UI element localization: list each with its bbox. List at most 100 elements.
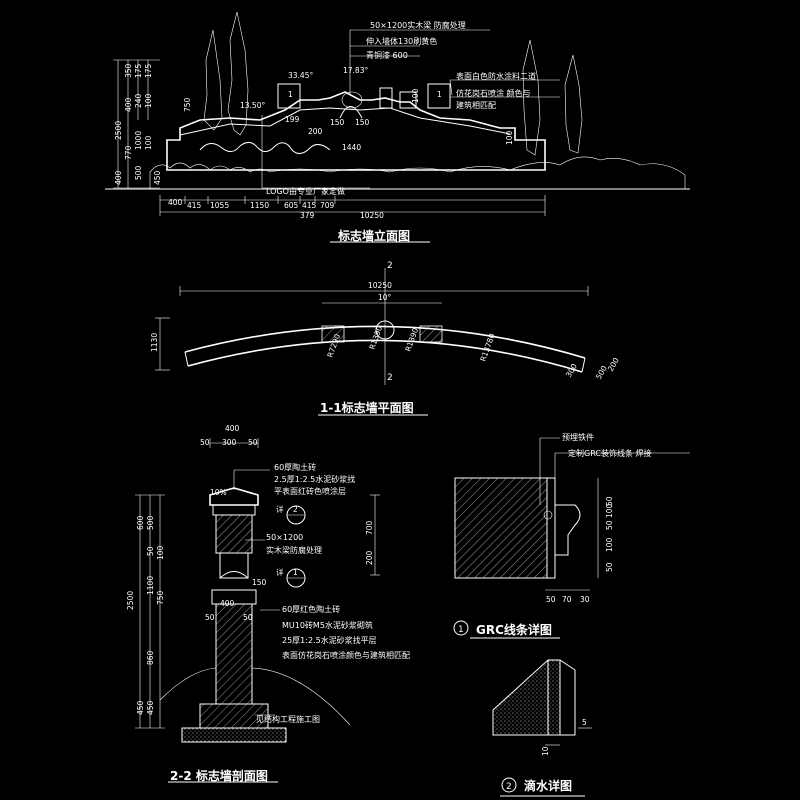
dim-label: 709: [320, 201, 335, 210]
dim-label: 750: [156, 590, 165, 605]
radius-label: R13780: [478, 332, 496, 363]
plan-total-dim: 10250: [368, 281, 392, 290]
dim-label: 100: [411, 88, 420, 103]
dim-label: 450: [136, 700, 145, 715]
detail-ref-num: 2: [293, 505, 298, 514]
note-mortar-2: 平表面红砖色喷涂层: [274, 486, 346, 496]
grc-title: GRC线条详图: [476, 622, 552, 637]
dim-label: 200: [308, 127, 323, 136]
dim-label: 1150: [250, 201, 269, 210]
plan-angle: 10°: [378, 293, 392, 302]
note-stone-2: 建筑相匹配: [456, 100, 496, 110]
inner-mark: 1: [437, 90, 442, 99]
dim-label: 860: [146, 650, 155, 665]
tree-icon: [203, 11, 583, 156]
dim-label: 1000: [134, 131, 143, 150]
note-paint: 表面白色防水涂料二道: [456, 71, 536, 81]
grc-number: 1: [458, 625, 464, 635]
dim-label: 200: [365, 550, 374, 565]
angle-label: 13.50°: [240, 101, 265, 110]
dim-label: 600: [136, 515, 145, 530]
drip-title: 滴水详图: [524, 778, 572, 793]
dim-label: 400: [124, 97, 133, 112]
dim-label: 100: [144, 135, 153, 150]
drip-number: 2: [506, 782, 512, 792]
section-view: [135, 438, 380, 783]
note-logo: LOGO由专业厂家定做: [266, 186, 345, 196]
dim-label: 605: [284, 201, 299, 210]
dim-label: 150: [355, 118, 370, 127]
note-60-clay-brick: 60厚陶土砖: [274, 462, 316, 472]
dim-label: 100: [605, 537, 614, 552]
dim-label: 700: [365, 520, 374, 535]
dim-label: 70: [562, 595, 572, 604]
note-red-brick: 60厚红色陶土砖: [282, 604, 340, 614]
dim-label: 50: [605, 496, 614, 506]
dim-label: 50: [146, 546, 155, 556]
plan-depth-dim: 1130: [150, 333, 159, 352]
dim-label: 10250: [360, 211, 384, 220]
dim-label: 175: [134, 63, 143, 78]
elevation-view: [105, 11, 690, 243]
dim-label: 100: [605, 503, 614, 518]
dim-label: 50: [243, 613, 253, 622]
detail-ref: 详: [276, 567, 284, 577]
detail-ref: 详: [276, 504, 284, 514]
angle-label: 33.45°: [288, 71, 313, 80]
dim-label: 400: [225, 424, 240, 433]
dim-label: 50: [546, 595, 556, 604]
dim-label: 50: [200, 438, 210, 447]
note-stone-1: 仿花岗石喷涂 颜色与: [456, 88, 531, 98]
dim-label: 415: [187, 201, 202, 210]
note-beam: 50×1200: [266, 533, 303, 542]
note-mortar-1: 2.5厚1:2.5水泥砂浆找: [274, 474, 355, 484]
note-bronze: 青铜漆 600: [366, 50, 408, 60]
radius-label: R1390: [403, 327, 420, 353]
dim-label: 2500: [126, 591, 135, 610]
section-mark: 2: [387, 373, 393, 383]
dim-label: 199: [285, 115, 300, 124]
dim-label: 415: [302, 201, 317, 210]
note-beam-2: 实木梁防腐处理: [266, 545, 322, 555]
dim-label: 750: [183, 97, 192, 112]
dim-label: 770: [124, 145, 133, 160]
section-mark: 2: [387, 261, 393, 271]
radius-label: R1390: [367, 325, 384, 351]
note-embed: 伸入墙体130刷黄色: [366, 36, 437, 46]
dim-label: 100: [505, 130, 514, 145]
dim-label: 100: [144, 93, 153, 108]
dim-label: 150: [330, 118, 345, 127]
dim-label: 500: [134, 165, 143, 180]
note-embedded-iron: 预埋铁件: [562, 432, 594, 442]
note-grc-line: 定制GRC装饰线条 焊接: [568, 448, 652, 458]
dim-label: 450: [153, 170, 162, 185]
inner-mark: 1: [288, 90, 293, 99]
plan-title: 1-1标志墙平面图: [320, 400, 414, 415]
dim-label: 300: [222, 438, 237, 447]
elevation-title: 标志墙立面图: [337, 228, 410, 243]
dim-label: 1440: [342, 143, 361, 152]
note-masonry: MU10砖M5水泥砂浆砌筑: [282, 620, 373, 630]
dim-label: 400: [114, 170, 123, 185]
dim-label: 50: [605, 520, 614, 530]
angle-label: 17.83°: [343, 66, 368, 75]
detail-ref-num: 1: [293, 568, 298, 577]
grc-detail: [453, 437, 690, 639]
dim-label: 100: [156, 545, 165, 560]
dim-label: 175: [144, 63, 153, 78]
dim-label: 400: [220, 599, 235, 608]
dim-label: 150: [252, 578, 267, 587]
dim-label: 50: [248, 438, 258, 447]
note-wood-beam: 50×1200实木梁 防腐处理: [370, 20, 466, 30]
note-structure: 见结构工程施工图: [256, 714, 320, 724]
section-title: 2-2 标志墙剖面图: [170, 768, 268, 783]
dim-label: 450: [146, 700, 155, 715]
dim-label: 1100: [146, 576, 155, 595]
dim-label: 400: [168, 198, 183, 207]
dim-label: 379: [300, 211, 315, 220]
dim-label: 240: [134, 93, 143, 108]
dim-label: 500: [146, 515, 155, 530]
slope-label: 10%: [210, 488, 227, 497]
dim-label: 1055: [210, 201, 229, 210]
